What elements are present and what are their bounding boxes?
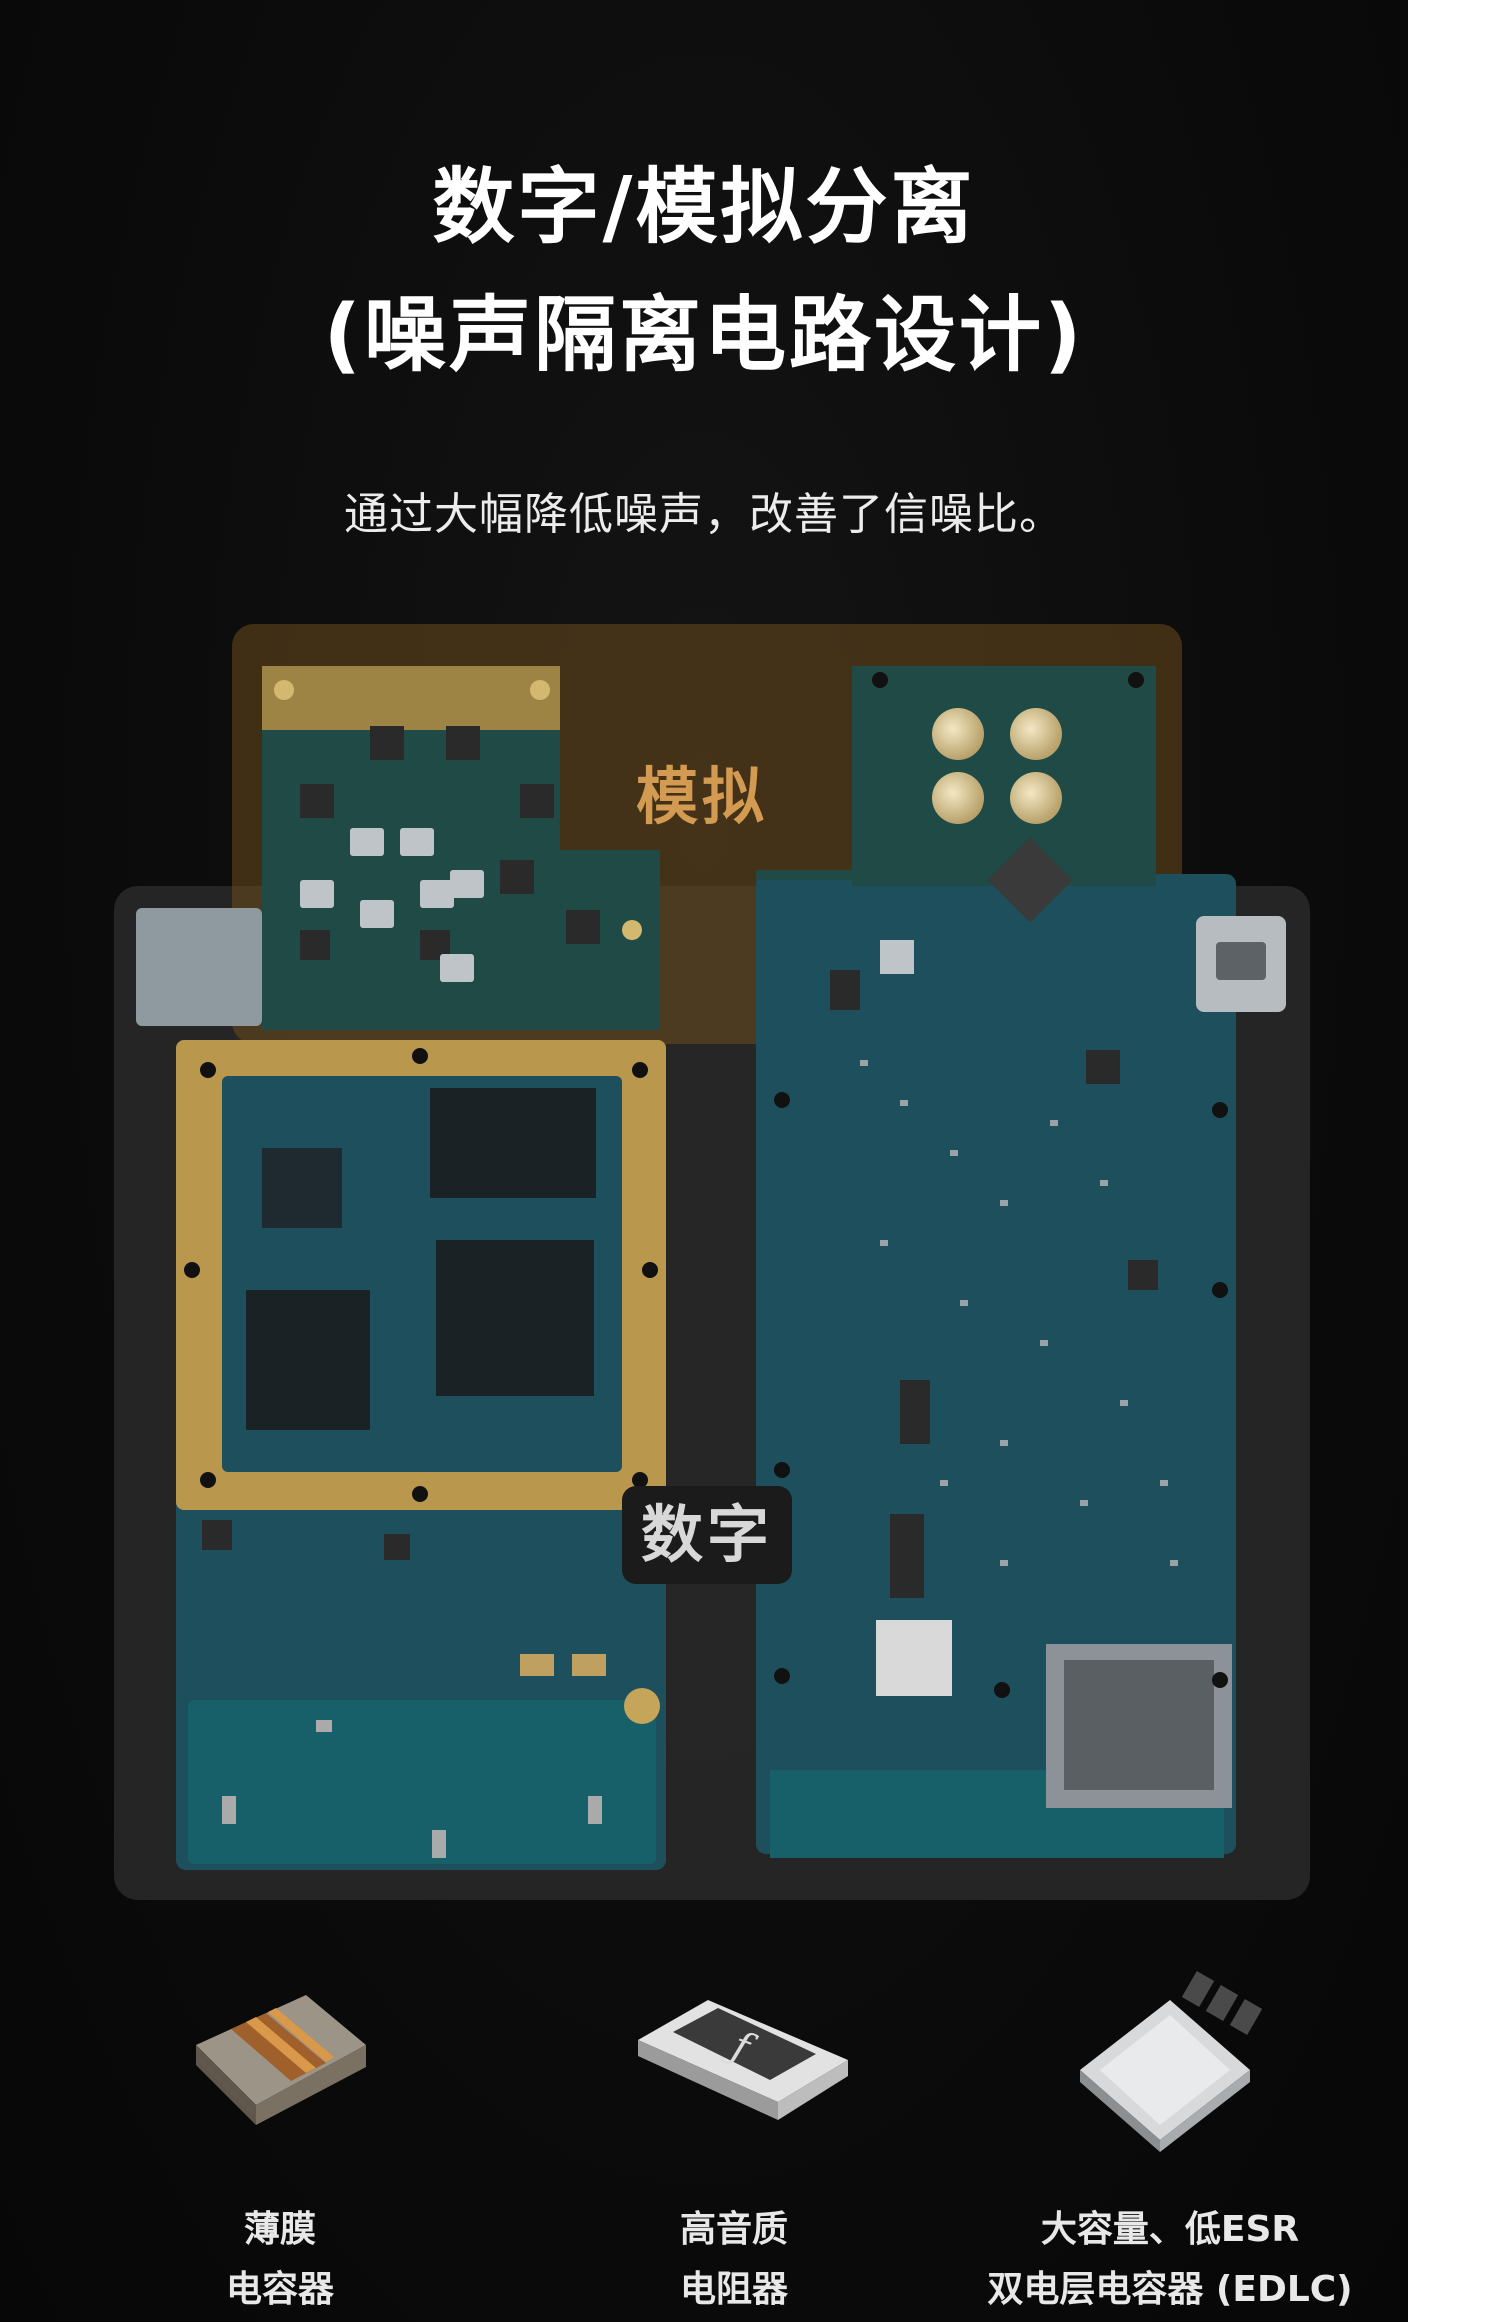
left-board <box>136 666 666 1870</box>
inductor-icon <box>196 1995 366 2125</box>
tagline: 通过大幅降低噪声，改善了信噪比。 <box>344 489 1064 540</box>
component-label-edlc: 大容量、低ESR 双电层电容器 (EDLC) <box>987 2209 1353 2310</box>
component-label-resistor: 高音质 电阻器 <box>679 2209 788 2310</box>
resistor-icon: ƒ <box>638 2000 848 2120</box>
feature-panel: 数字/模拟分离 (噪声隔离电路设计) 通过大幅降低噪声，改善了信噪比。 <box>0 0 1408 2322</box>
component-label-film-capacitor: 薄膜 电容器 <box>225 2209 334 2310</box>
page-title-sub: (噪声隔离电路设计) <box>323 288 1085 383</box>
digital-zone-label: 数字 <box>622 1486 792 1584</box>
pcb-illustration <box>114 624 1310 1900</box>
analog-zone-label: 模拟 <box>636 760 769 833</box>
page-title: 数字/模拟分离 <box>432 160 976 255</box>
right-board <box>756 666 1286 1858</box>
edlc-icon <box>1080 1971 1263 2152</box>
